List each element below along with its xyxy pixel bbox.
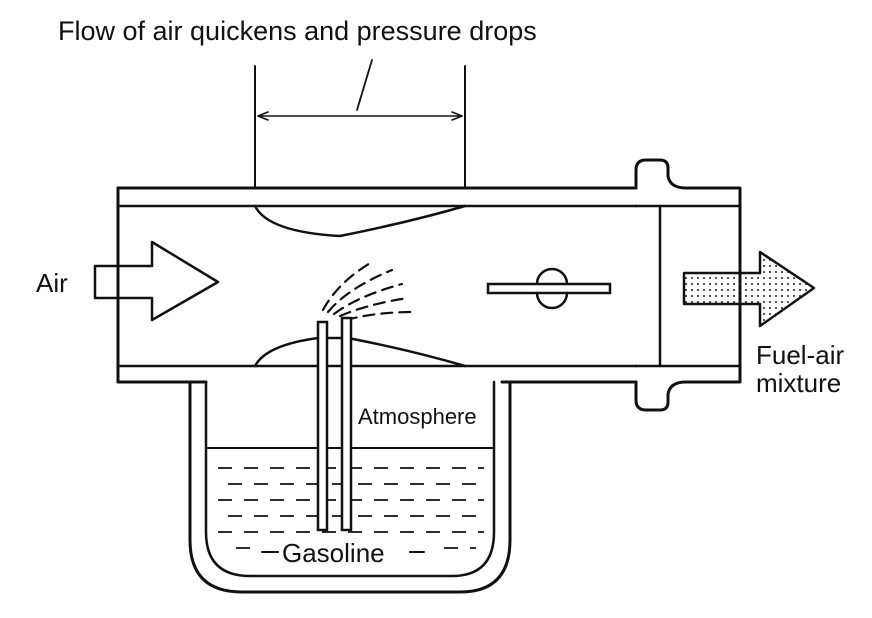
throttle-valve <box>486 267 612 310</box>
fuel-air-label-line2: mixture <box>756 368 841 398</box>
title-label: Flow of air quickens and pressure drops <box>58 16 537 46</box>
carburetor-body <box>116 158 742 412</box>
fuel-spray <box>321 260 416 322</box>
leader-line <box>356 59 373 111</box>
venturi-bottom <box>253 336 467 368</box>
fuel-air-label-line1: Fuel-air <box>756 340 844 370</box>
venturi-dimension <box>254 59 466 189</box>
venturi-top <box>253 204 467 238</box>
atmosphere-label: Atmosphere <box>358 404 477 429</box>
fuel-jet <box>316 316 353 532</box>
fuel-air-outlet-arrow <box>682 250 816 328</box>
air-inlet-arrow <box>93 240 220 322</box>
gasoline-label: Gasoline <box>282 538 385 568</box>
air-label: Air <box>36 268 68 298</box>
